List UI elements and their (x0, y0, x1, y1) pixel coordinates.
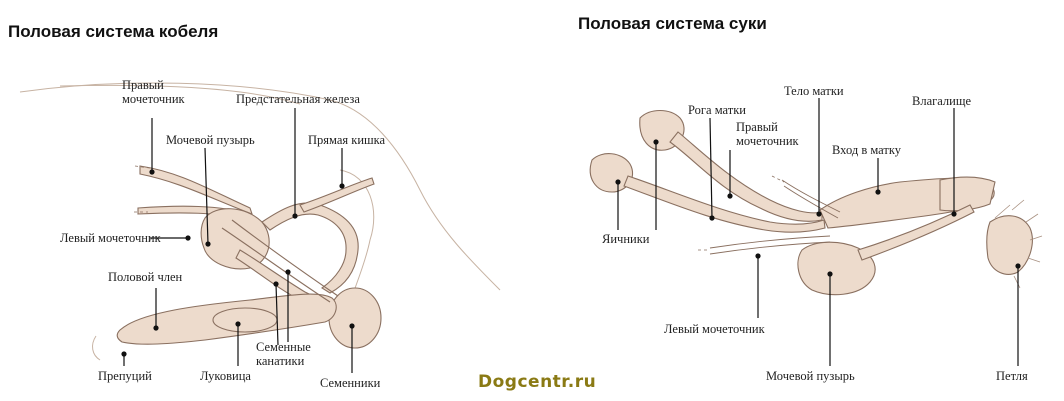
label-right-ureter-male: Правый мочеточник (122, 78, 185, 106)
label-uterine-body: Тело матки (784, 84, 844, 98)
label-left-ureter-male: Левый мочеточник (60, 231, 161, 245)
label-prepuce: Препуций (98, 369, 152, 383)
label-bulb: Луковица (200, 369, 251, 383)
male-diagram-panel: Половая система кобеля (8, 22, 501, 390)
label-left-ureter-female: Левый мочеточник (664, 322, 765, 336)
label-bladder-female: Мочевой пузырь (766, 369, 855, 383)
male-diagram-title: Половая система кобеля (8, 22, 219, 41)
site-watermark: Dogcentr.ru (478, 372, 597, 392)
female-diagram-title: Половая система суки (578, 14, 767, 33)
label-vagina: Влагалище (912, 94, 972, 108)
female-diagram-panel: Половая система суки (540, 0, 1064, 401)
label-bladder-male: Мочевой пузырь (166, 133, 255, 147)
label-right-ureter-female: Правый мочеточник (736, 120, 799, 148)
label-uterine-horns: Рога матки (688, 103, 746, 117)
label-ovaries: Яичники (602, 232, 650, 246)
label-vulva: Петля (996, 369, 1028, 383)
label-testes: Семенники (320, 376, 381, 390)
label-prostate: Предстательная железа (236, 92, 360, 106)
male-anatomy-drawing (19, 82, 501, 373)
female-anatomy-drawing (589, 98, 1043, 366)
label-cervix: Вход в матку (832, 143, 902, 157)
label-penis: Половой член (108, 270, 183, 284)
label-rectum: Прямая кишка (308, 133, 386, 147)
label-spermatic-cords: Семенные канатики (256, 340, 311, 368)
